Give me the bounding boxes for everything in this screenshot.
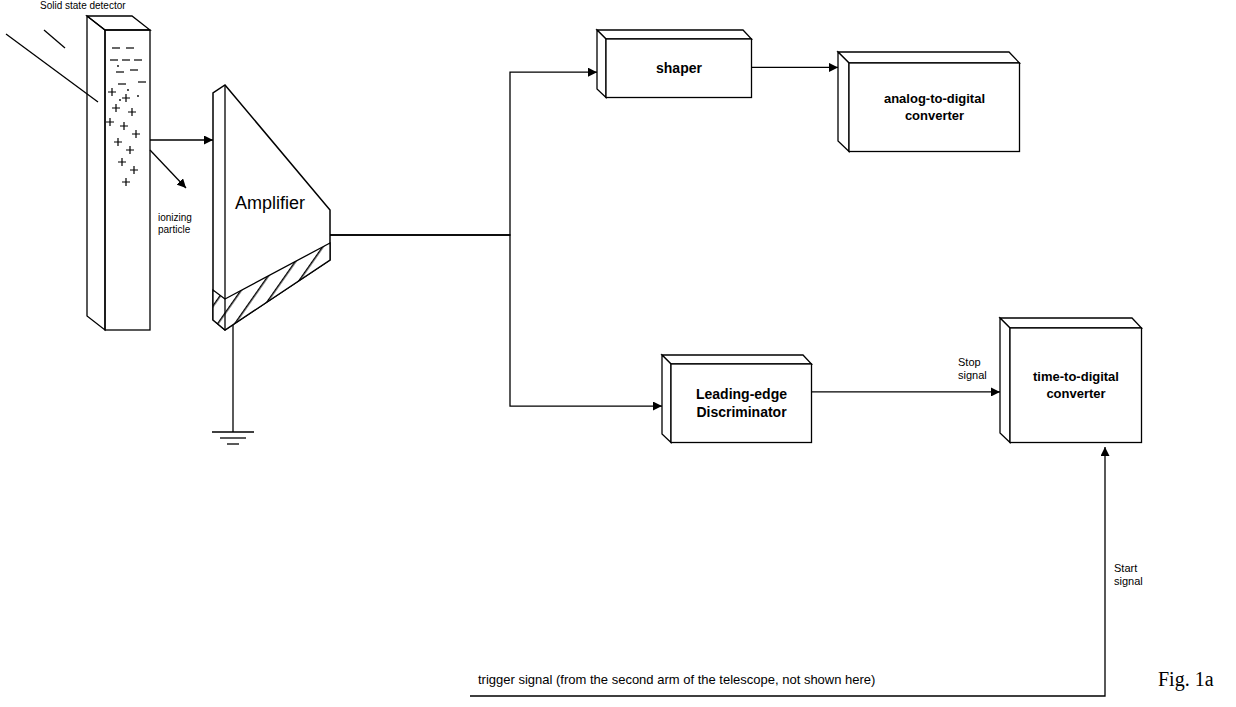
- ground-bar: [212, 431, 254, 432]
- minus-sign: [138, 81, 146, 82]
- discriminator-box: Leading-edge Discriminator: [662, 355, 812, 443]
- minus-sign: [110, 59, 118, 60]
- amplifier-triangle: Amplifier: [213, 85, 333, 332]
- charge-dot: [127, 89, 129, 91]
- box-side: [1000, 318, 1010, 443]
- particle-label: ionizing particle: [158, 212, 206, 235]
- minus-sign: [126, 47, 134, 48]
- ground-wire: [232, 322, 233, 432]
- box-label: analog-to-digital converter: [849, 91, 1020, 124]
- signal-name: Start signal: [1114, 562, 1154, 587]
- box-top: [1000, 318, 1142, 328]
- tdc-box: time-to-digital converter: [1000, 318, 1142, 443]
- box-label: shaper: [650, 60, 708, 78]
- amplifier-edge: [224, 85, 225, 330]
- signal-name: Stop signal: [958, 356, 998, 381]
- ground-bar: [220, 437, 246, 438]
- plus-sign: [132, 130, 140, 138]
- outline: [40, 0, 152, 332]
- minus-sign: [130, 69, 138, 70]
- shaper-box: shaper: [597, 30, 752, 98]
- box-face: shaper: [606, 39, 752, 98]
- box-face: time-to-digital converter: [1010, 328, 1142, 443]
- box-label: time-to-digital converter: [1010, 369, 1142, 402]
- particle-track-out: [150, 150, 186, 188]
- particle-track: [6, 34, 186, 188]
- particle-stub: [44, 30, 65, 48]
- signal-note: trigger signal (from the second arm of t…: [478, 673, 875, 688]
- trigger-wire: [470, 447, 1105, 696]
- detector: Solid state detector: [40, 0, 152, 332]
- ground-symbol: [212, 322, 254, 444]
- plus-sign: [106, 118, 114, 126]
- detector-side: [87, 16, 105, 330]
- box-top: [597, 30, 752, 39]
- signal-connector: [330, 72, 597, 235]
- box-top: [662, 355, 812, 364]
- detector-heading: Solid state detector: [40, 0, 152, 12]
- plus-sign: [126, 146, 134, 154]
- particle-track-in: [6, 34, 98, 102]
- signal-connector: [812, 391, 1000, 392]
- plus-sign: [108, 88, 116, 96]
- charge-dot: [117, 65, 119, 67]
- plus-sign: [130, 166, 138, 174]
- box-face: Leading-edge Discriminator: [671, 364, 812, 443]
- charge-signs: [106, 48, 146, 186]
- plus-sign: [128, 108, 136, 116]
- minus-sign: [112, 47, 120, 48]
- charge-dot: [119, 99, 121, 101]
- plus-sign: [112, 104, 120, 112]
- box-side: [662, 355, 671, 443]
- plus-sign: [114, 138, 122, 146]
- plus-sign: [122, 94, 130, 102]
- amplifier-hatch: [213, 243, 330, 330]
- box-front: [849, 63, 1020, 152]
- box-top: [838, 52, 1020, 63]
- amplifier-outline: [213, 85, 330, 330]
- minus-sign: [134, 59, 142, 60]
- plus-sign: [122, 178, 130, 186]
- minus-sign: [116, 71, 124, 72]
- ground-bar: [227, 443, 239, 444]
- figure-caption: Fig. 1a: [1158, 668, 1214, 691]
- amplifier-label: Amplifier: [235, 193, 305, 214]
- box-front: [606, 39, 752, 98]
- trigger-line: [470, 447, 1105, 696]
- box-front: [1010, 328, 1142, 443]
- box-front: [671, 364, 812, 443]
- box-label: Leading-edge Discriminator: [671, 386, 812, 421]
- adc-box: analog-to-digital converter: [838, 52, 1020, 152]
- plus-sign: [118, 158, 126, 166]
- detector-front: [105, 30, 150, 330]
- signal-connector: [150, 139, 213, 140]
- minus-sign: [118, 83, 126, 84]
- box-side: [838, 52, 849, 152]
- signal-connector: [752, 67, 838, 68]
- minus-sign: [122, 59, 130, 60]
- box-face: analog-to-digital converter: [849, 63, 1020, 152]
- signal-connector: [330, 235, 662, 406]
- charge-dot: [137, 95, 139, 97]
- box-side: [597, 30, 606, 98]
- plus-sign: [120, 122, 128, 130]
